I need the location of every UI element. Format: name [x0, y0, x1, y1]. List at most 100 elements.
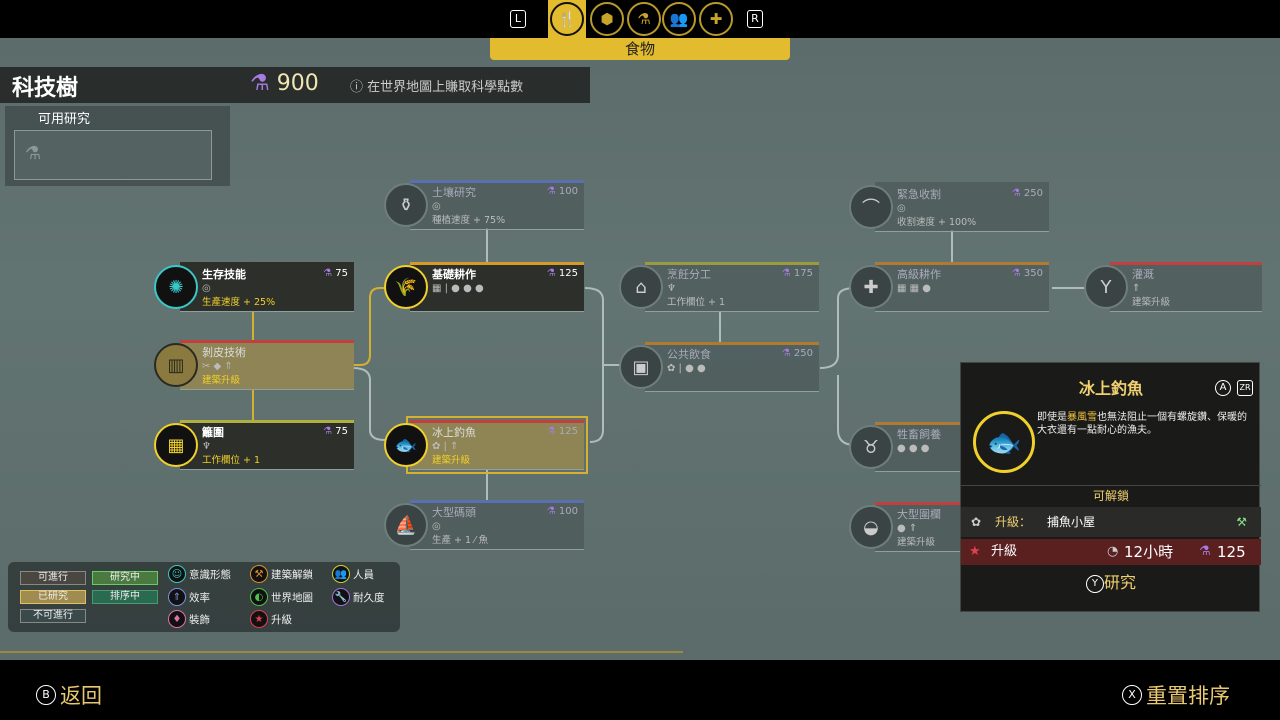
fork-knife-icon[interactable]: 🍴 [550, 2, 584, 36]
node-name: 大型圍欄 [897, 508, 941, 521]
flask-icon: ⚗ [1199, 544, 1211, 559]
node-effect: 工作欄位 + 1 [202, 455, 261, 466]
flask-icon: ⚗ [546, 506, 556, 517]
upgrade-label: 升級： [995, 515, 1032, 529]
tech-node-icefishing[interactable]: 🐟冰上釣魚⚗ 125✿ | ⇑建築升級 [384, 416, 588, 474]
node-name: 牲畜飼養 [897, 428, 941, 441]
tech-node-emergency[interactable]: ⌒緊急收割⚗ 250◎收割速度 + 100% [849, 182, 1049, 232]
advfarm-icon: ✚ [849, 265, 893, 309]
legend-type-item: ☺意識形態 [168, 565, 231, 583]
available-research-label: 可用研究 [38, 112, 91, 127]
node-name: 土壤研究 [432, 186, 476, 199]
shield-icon[interactable]: ✚ [699, 2, 733, 36]
hint-label: 在世界地圖上賺取科學點數 [367, 80, 524, 95]
unlock-item[interactable]: ✿ 升級： 捕魚小屋 ⚒ [961, 507, 1261, 537]
node-name: 冰上釣魚 [432, 426, 476, 439]
legend-queued: 排序中 [92, 590, 158, 604]
tech-node-dining[interactable]: ▣公共飲食⚗ 250✿ | ● ● [619, 342, 819, 392]
back-label: 返回 [60, 684, 102, 708]
flask-icon: ⚗ [546, 268, 556, 279]
node-cost: ⚗ 350 [1011, 268, 1043, 279]
flask-icon: ⚗ [323, 268, 333, 279]
node-effect: 生產 + 1 ⁄ 魚 [432, 535, 489, 546]
node-unlock-icons: ◎ [432, 521, 441, 532]
node-effect: 建築升級 [1132, 297, 1171, 308]
node-name: 大型碼頭 [432, 506, 476, 519]
flask-icon: ⚗ [323, 426, 333, 437]
soil-icon: ⚱ [384, 183, 428, 227]
node-unlock-icons: ● ● ● [897, 443, 930, 454]
legend-available: 可進行 [20, 571, 86, 585]
industry-icon[interactable]: ⚗ [627, 2, 661, 36]
node-cost: ⚗ 75 [323, 426, 348, 437]
node-unlock-icons: ◎ [432, 201, 441, 212]
node-unlock-icons: ♆ [202, 441, 211, 452]
research-slot[interactable]: ⚗ [14, 130, 212, 180]
tech-node-farming[interactable]: 🌾基礎耕作⚗ 125▦ | ● ● ● [384, 262, 584, 312]
tech-node-irrigation[interactable]: Y 灌溉 ⇑ 建築升級 [1084, 262, 1262, 312]
node-name: 灌溉 [1132, 268, 1154, 281]
irrigation-icon: Y [1084, 265, 1128, 309]
legend-type-icon: ⇑ [168, 588, 186, 606]
node-name: 緊急收割 [897, 188, 941, 201]
emergency-icon: ⌒ [849, 185, 893, 229]
farming-icon: 🌾 [384, 265, 428, 309]
next-category-button[interactable]: R [747, 10, 763, 28]
node-unlock-icons: ◎ [202, 283, 211, 294]
prev-category-button[interactable]: L [510, 10, 526, 28]
node-name: 生存技能 [202, 268, 246, 281]
node-effect: 生產速度 + 25% [202, 297, 276, 308]
tech-node-dock[interactable]: ⛵大型碼頭⚗ 100◎生產 + 1 ⁄ 魚 [384, 500, 584, 550]
a-button[interactable]: A [1215, 380, 1231, 396]
node-cost: ⚗ 125 [546, 268, 578, 279]
clock-icon: ◔ [1107, 544, 1119, 559]
build-icon: ⚒ [1236, 515, 1247, 529]
category-label: 食物 [490, 38, 790, 60]
tech-node-fence[interactable]: ▦ 籬圍 ⚗ 75 ♆ 工作欄位 + 1 [154, 420, 354, 470]
people-icon[interactable]: 👥 [662, 2, 696, 36]
node-effect: 建築升級 [202, 375, 241, 386]
tech-node-advfarm[interactable]: ✚高級耕作⚗ 350▦ ▦ ● [849, 262, 1049, 312]
legend-type-icon: ☺ [168, 565, 186, 583]
flask-icon: ⚗ [1011, 268, 1021, 279]
legend-researching: 研究中 [92, 571, 158, 585]
status-bar [875, 262, 1049, 265]
unlock-header: 可解鎖 [961, 485, 1261, 505]
status-bar [180, 420, 354, 423]
tech-node-skinning[interactable]: ▥剝皮技術✂ ◆ ⇑建築升級 [154, 340, 354, 390]
legend-type-item: 🔧耐久度 [332, 588, 385, 606]
research-cost: 125 [1217, 543, 1246, 561]
points-value: 900 [276, 71, 319, 96]
node-cost: ⚗ 100 [546, 186, 578, 197]
node-unlock-icons: ✂ ◆ ⇑ [202, 361, 233, 372]
flask-icon: ⚗ [25, 143, 42, 164]
cooking-icon: ⌂ [619, 265, 663, 309]
node-effect: 種植速度 + 75% [432, 215, 506, 226]
node-unlock-icons: ⇑ [1132, 283, 1141, 294]
x-key-icon: X [1122, 685, 1142, 705]
flask-icon: ⚗ [250, 71, 270, 96]
status-bar [410, 500, 584, 503]
node-name: 籬圍 [202, 426, 224, 439]
upgrade-target: 捕魚小屋 [1047, 515, 1096, 529]
status-bar [1110, 262, 1262, 265]
node-unlock-icons: ♆ [667, 283, 676, 294]
info-icon: ⓘ [350, 80, 364, 95]
zr-button[interactable]: ZR [1237, 380, 1253, 396]
tech-node-cooking[interactable]: ⌂烹飪分工⚗ 175♆工作欄位 + 1 [619, 262, 819, 312]
fence-icon: ▦ [154, 423, 198, 467]
detail-title: 冰上釣魚 [1078, 379, 1143, 398]
node-unlock-icons: ● ⇑ [897, 523, 918, 534]
detail-description: 即使是暴風雪也無法阻止一個有螺旋鑽、保暖的大衣還有一點耐心的漁夫。 [1037, 412, 1247, 436]
legend-type-icon: ◐ [250, 588, 268, 606]
node-cost: ⚗ 125 [546, 426, 578, 437]
node-name: 剝皮技術 [202, 346, 246, 359]
survival-icon: ✺ [154, 265, 198, 309]
connector [819, 287, 856, 446]
resources-icon[interactable]: ⬢ [590, 2, 624, 36]
tech-node-soil[interactable]: ⚱ 土壤研究 ⚗ 100 ◎ 種植速度 + 75% [384, 180, 584, 230]
tech-node-survival[interactable]: ✺生存技能⚗ 75◎生產速度 + 25% [154, 262, 354, 312]
